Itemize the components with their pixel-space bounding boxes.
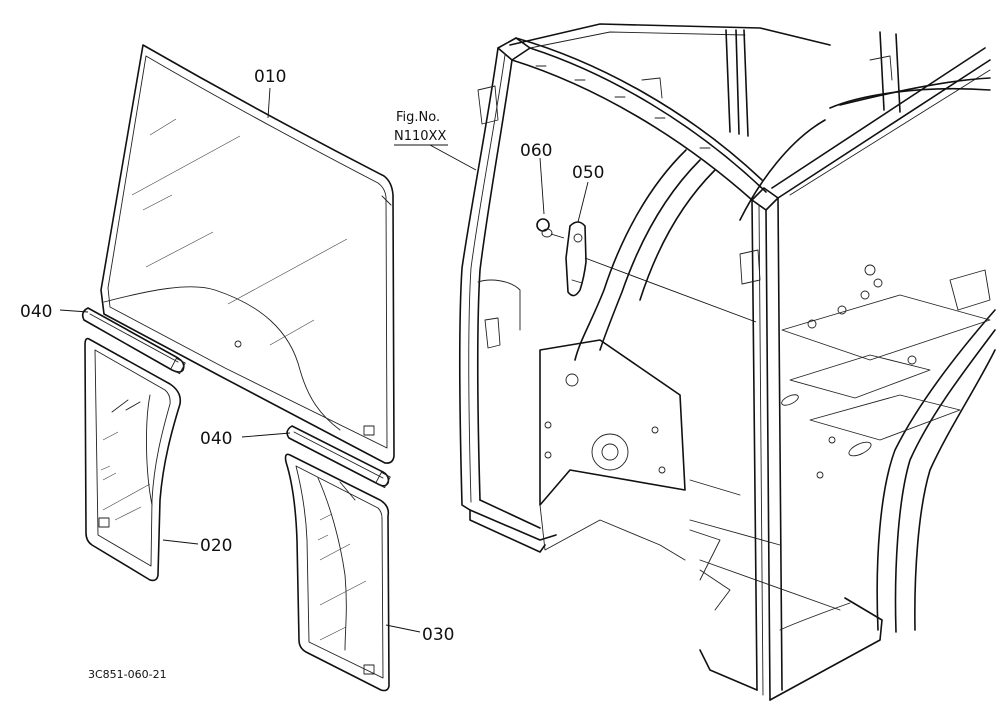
- windshield-glass: [100, 44, 395, 464]
- left-lower-glass: [84, 337, 182, 582]
- label-040-left: 040: [20, 302, 52, 322]
- fig-no-label: Fig.No.: [396, 110, 440, 125]
- leader-060: [539, 157, 545, 215]
- leader-020: [162, 539, 199, 545]
- label-010: 010: [254, 67, 286, 87]
- leader-040-right: [241, 432, 291, 438]
- label-030: 030: [422, 625, 454, 645]
- label-040-right: 040: [200, 429, 232, 449]
- label-020: 020: [200, 536, 232, 556]
- right-lower-glass: [284, 453, 390, 692]
- leader-fig: [429, 144, 477, 171]
- door-handle-part: [565, 221, 757, 323]
- leader-050: [577, 181, 589, 223]
- left-weatherstrip: [81, 307, 186, 375]
- leader-040-left: [59, 309, 89, 313]
- fig-no-value: N110XX: [394, 129, 446, 144]
- leader-030: [385, 624, 421, 633]
- cab-frame: [458, 23, 996, 701]
- knob-part: [536, 218, 565, 239]
- label-060: 060: [520, 141, 552, 161]
- drawing-code: 3C851-060-21: [88, 668, 167, 681]
- right-weatherstrip: [286, 425, 391, 489]
- label-050: 050: [572, 163, 604, 183]
- leader-010: [267, 87, 271, 119]
